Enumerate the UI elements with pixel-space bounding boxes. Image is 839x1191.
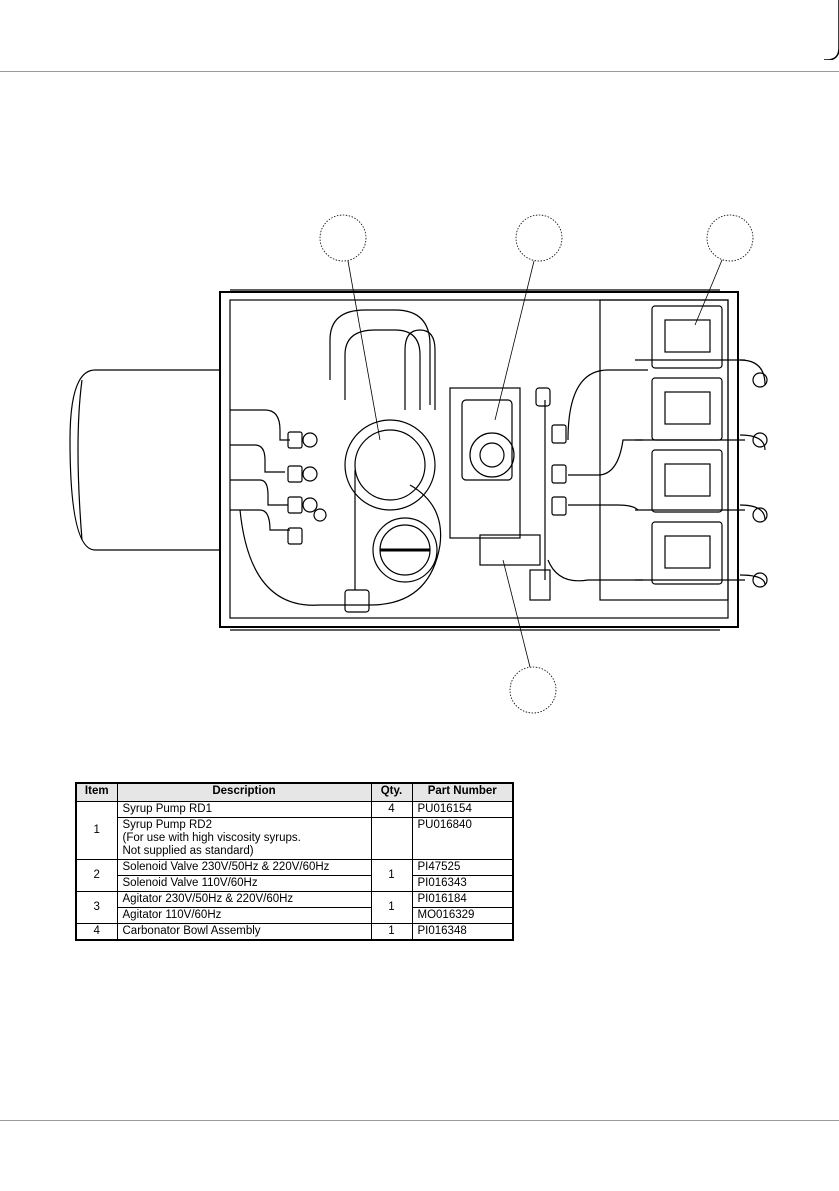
description-cell: Solenoid Valve 230V/50Hz & 220V/60Hz	[116, 859, 372, 876]
description-cell: Solenoid Valve 110V/60Hz	[116, 875, 372, 892]
header-part-number: Part Number	[411, 782, 514, 802]
description-cell: Agitator 230V/50Hz & 220V/60Hz	[116, 891, 372, 908]
part-number-cell: PI016343	[411, 875, 514, 892]
page-corner-mark	[824, 0, 839, 60]
table-row: Solenoid Valve 110V/60Hz PI016343	[76, 875, 514, 892]
unit-diagram	[69, 214, 768, 714]
description-cell: Carbonator Bowl Assembly	[116, 923, 372, 941]
description-cell: Agitator 110V/60Hz	[116, 907, 372, 924]
item-cell: 1	[75, 801, 118, 860]
table-row: Syrup Pump RD2 (For use with high viscos…	[76, 817, 514, 860]
qty-cell: 1	[370, 859, 413, 892]
table-row: 1 Syrup Pump RD1 4 PU016154	[75, 801, 514, 860]
item-cell: 4	[75, 923, 118, 941]
part-number-cell: PI016348	[411, 923, 514, 941]
housing-ribs	[230, 289, 720, 631]
part-number-cell: PU016840	[411, 817, 514, 860]
qty-cell: 1	[370, 923, 413, 941]
header-rule	[0, 71, 839, 72]
footer-rule	[0, 1120, 839, 1121]
item-cell: 2	[75, 859, 118, 892]
callout-circle-4	[509, 666, 557, 714]
header-item: Item	[75, 782, 118, 802]
part-number-cell: PI016184	[411, 891, 514, 908]
carbonator-bowl	[372, 517, 438, 583]
table-row: 4 Carbonator Bowl Assembly 1 PI016348	[75, 923, 514, 941]
qty-cell: 1	[370, 891, 413, 924]
loop-tubes	[329, 309, 431, 405]
left-fittings	[287, 431, 327, 545]
outlet-elbows	[739, 359, 768, 588]
item-cell: 3	[75, 891, 118, 924]
part-number-cell: PU016154	[411, 801, 514, 818]
header-qty: Qty.	[370, 782, 413, 802]
header-description: Description	[116, 782, 372, 802]
table-header-row: Item Description Qty. Part Number	[75, 782, 514, 802]
syrup-pumps	[635, 305, 745, 585]
callout-circle-3	[706, 214, 754, 262]
parts-table: Item Description Qty. Part Number 1 Syru…	[75, 782, 514, 941]
solenoid-valve-body	[449, 387, 521, 539]
description-cell: Syrup Pump RD1	[116, 801, 372, 818]
table-row: Agitator 110V/60Hz MO016329	[76, 907, 514, 924]
table-row: 3 Agitator 230V/50Hz & 220V/60Hz 1 PI016…	[75, 891, 514, 924]
qty-cell: 4	[370, 801, 413, 818]
table-row: 2 Solenoid Valve 230V/50Hz & 220V/60Hz 1…	[75, 859, 514, 892]
qty-cell	[370, 817, 413, 860]
callout-circle-2	[515, 214, 563, 262]
callout-circle-1	[319, 214, 367, 262]
part-number-cell: MO016329	[411, 907, 514, 924]
motor-drum	[69, 369, 220, 551]
agitator-disk	[344, 419, 436, 511]
part-number-cell: PI47525	[411, 859, 514, 876]
description-cell: Syrup Pump RD2 (For use with high viscos…	[116, 817, 372, 860]
